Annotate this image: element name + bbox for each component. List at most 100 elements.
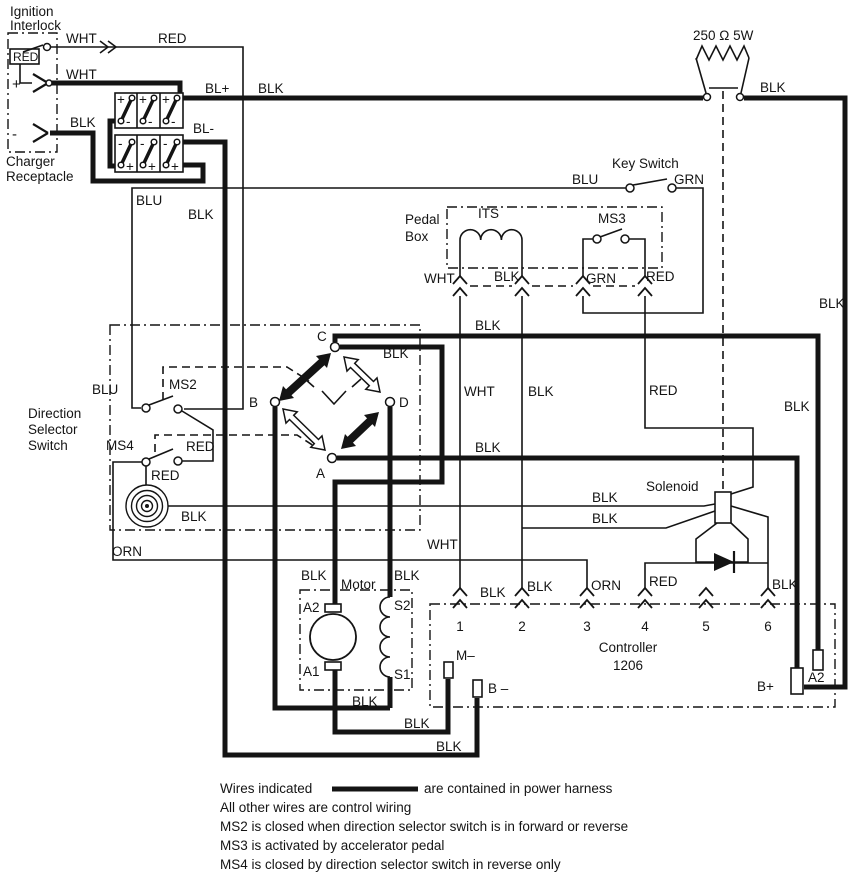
note-3: MS2 is closed when direction selector sw… bbox=[220, 819, 628, 834]
solenoid-contact-right bbox=[735, 92, 745, 102]
resistor-body bbox=[695, 57, 750, 94]
wire-label-blu-key: BLU bbox=[572, 172, 598, 187]
pin-3-label: 3 bbox=[583, 619, 591, 634]
charger-plus-label: + bbox=[12, 76, 21, 93]
wire-ms2-to-ms4 bbox=[181, 410, 214, 462]
wire-red-to-solenoid bbox=[644, 296, 754, 495]
horn-icon bbox=[125, 484, 169, 528]
ignition-interlock bbox=[9, 42, 53, 143]
svg-text:+: + bbox=[126, 159, 134, 174]
wire-label-blk-col: BLK bbox=[528, 384, 554, 399]
battery-pack bbox=[114, 92, 184, 173]
forward-reverse-diamond bbox=[269, 341, 396, 464]
wire-label-blk-pin2: BLK bbox=[527, 579, 553, 594]
motor-a2-label: A2 bbox=[303, 600, 320, 615]
key-switch-label: Key Switch bbox=[612, 156, 679, 171]
motor-a2-terminal bbox=[324, 603, 342, 613]
pedal-box-label-2: Box bbox=[405, 229, 429, 244]
inline-connector-icon bbox=[99, 40, 118, 54]
red-wire-tag bbox=[9, 48, 40, 65]
wire-b-to-s1 bbox=[272, 407, 393, 711]
solenoid-contact-left bbox=[702, 92, 712, 102]
terminal-a-label: A bbox=[316, 466, 325, 481]
wire-label-blk-pin6: BLK bbox=[772, 577, 798, 592]
pin-5-label: 5 bbox=[702, 619, 710, 634]
wire-label-orn: ORN bbox=[112, 544, 142, 559]
dashed-ms2-linkage bbox=[162, 366, 310, 400]
motor-label: Motor bbox=[341, 577, 376, 592]
wire-label-blk-sol-1: BLK bbox=[592, 490, 618, 505]
svg-text:+: + bbox=[171, 159, 179, 174]
diode-icon bbox=[714, 553, 734, 571]
key-switch bbox=[625, 178, 677, 193]
dashed-links bbox=[154, 91, 724, 491]
terminal-c bbox=[329, 341, 341, 353]
a2-terminal-label: A2 bbox=[808, 670, 825, 685]
wire-label-wht-pedal: WHT bbox=[424, 271, 455, 286]
controller bbox=[443, 587, 824, 698]
b-minus-label: B – bbox=[488, 681, 509, 696]
b-plus-label: B+ bbox=[757, 679, 774, 694]
motor-box bbox=[299, 589, 413, 691]
ignition-label-2: Interlock bbox=[10, 18, 61, 33]
controller-box bbox=[429, 603, 836, 708]
charger-plus-prong-icon bbox=[32, 73, 49, 93]
ms3-node-right bbox=[620, 234, 630, 244]
wire-label-blu-rail: BLU bbox=[136, 193, 162, 208]
a2-terminal bbox=[812, 649, 824, 671]
m-minus-label: M– bbox=[456, 648, 475, 663]
wire-blu-keyswitch bbox=[131, 187, 626, 409]
wire-label-blk-topline: BLK bbox=[475, 318, 501, 333]
ms2-node-left bbox=[141, 403, 151, 413]
its-label: ITS bbox=[478, 206, 499, 221]
wire-label-red-pin4: RED bbox=[649, 574, 678, 589]
direction-label-1: Direction bbox=[28, 406, 81, 421]
controller-model-label: 1206 bbox=[613, 658, 643, 673]
ms4-node-right bbox=[173, 456, 183, 466]
svg-text:+: + bbox=[148, 159, 156, 174]
ms4-node-left bbox=[141, 457, 151, 467]
wire-label-blk-c: BLK bbox=[383, 346, 409, 361]
text-labels: Ignition Interlock RED + - WHT RED WHT B… bbox=[6, 4, 845, 754]
wire-red-interlock bbox=[51, 46, 244, 410]
wire-wht-charger-plus bbox=[52, 80, 183, 96]
solenoid bbox=[695, 491, 749, 573]
dashed-ms4-linkage bbox=[154, 434, 318, 452]
wire-label-bl-minus: BL- bbox=[193, 121, 214, 136]
wire-label-blk-right: BLK bbox=[784, 399, 810, 414]
ms4-lever bbox=[148, 448, 174, 460]
terminal-d bbox=[384, 396, 396, 408]
svg-text:-: - bbox=[126, 114, 131, 129]
wire-label-blk-sol-2: BLK bbox=[592, 511, 618, 526]
direction-selector-box bbox=[109, 324, 421, 531]
pin-1-label: 1 bbox=[456, 619, 464, 634]
wire-label-bl-plus: BL+ bbox=[205, 81, 230, 96]
wire-label-wht-mid: WHT bbox=[66, 67, 97, 82]
wire-c-to-controller-a2 bbox=[332, 333, 821, 651]
interlock-switch-icon bbox=[42, 42, 52, 52]
solid-arrow-a-d bbox=[347, 418, 373, 443]
wire-blk-charger-minus bbox=[50, 130, 206, 184]
battery-cell-signs: +++ --- --- +++ bbox=[117, 92, 179, 174]
terminal-b-label: B bbox=[249, 395, 258, 410]
wire-label-red-pedal: RED bbox=[646, 269, 675, 284]
wire-label-blk-horn: BLK bbox=[181, 509, 207, 524]
motor-a1-label: A1 bbox=[303, 664, 320, 679]
armature-icon bbox=[309, 613, 357, 661]
battery-cell-links-top bbox=[120, 99, 178, 120]
wire-a1-to-mminus bbox=[332, 670, 451, 735]
wire-label-blk-motor-r: BLK bbox=[394, 568, 420, 583]
wire-label-red-ms4-2: RED bbox=[151, 468, 180, 483]
wire-label-orn-pin3: ORN bbox=[591, 578, 621, 593]
key-switch-node-right bbox=[667, 183, 677, 193]
pin-4-label: 4 bbox=[641, 619, 649, 634]
ms3-label: MS3 bbox=[598, 211, 626, 226]
wire-label-blk-bottom-2: BLK bbox=[404, 716, 430, 731]
direction-label-2: Selector bbox=[28, 422, 78, 437]
wire-c-to-motor-a2 bbox=[332, 344, 445, 604]
hollow-arrow-c-d bbox=[343, 356, 381, 393]
direction-label-3: Switch bbox=[28, 438, 68, 453]
wire-grn-keyswitch bbox=[582, 187, 704, 314]
